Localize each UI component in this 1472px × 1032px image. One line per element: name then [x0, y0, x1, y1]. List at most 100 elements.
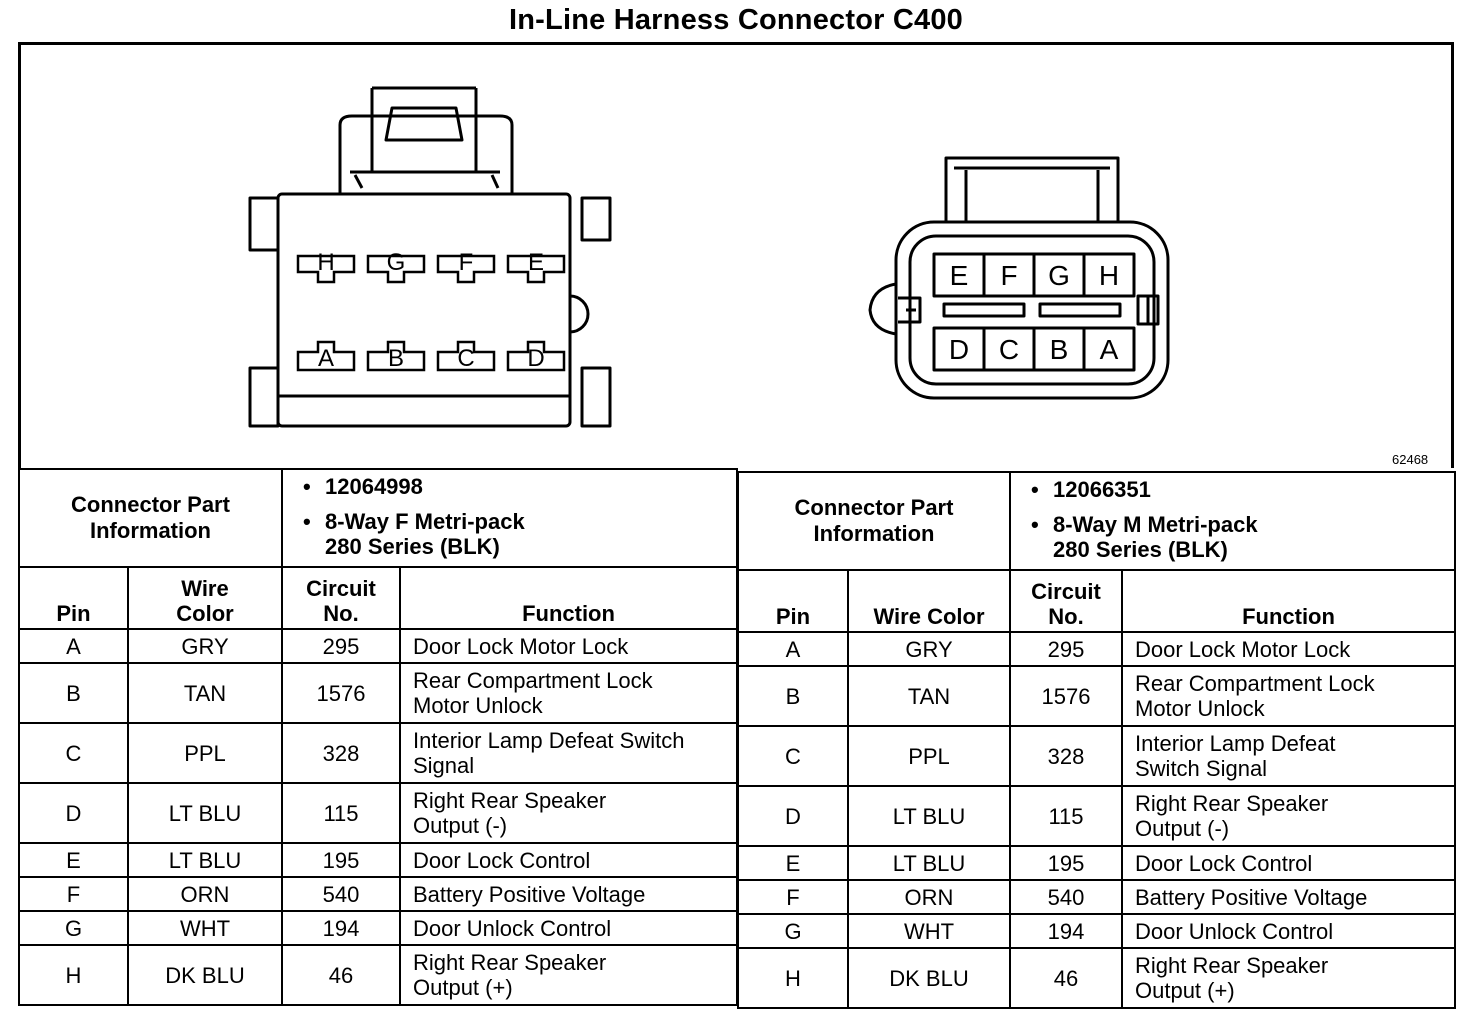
wire-color-cell: ORN: [847, 879, 1011, 915]
pin-letter: H: [317, 249, 334, 276]
circuit-cell: 194: [1009, 913, 1123, 949]
function-cell: Door Lock Control: [1121, 845, 1456, 881]
header-pin: Pin: [737, 569, 849, 633]
header-pin: Pin: [18, 566, 129, 630]
pin-cell: H: [18, 944, 129, 1006]
wire-color-cell: GRY: [127, 628, 283, 664]
pin-cell: C: [18, 722, 129, 784]
function-cell: Door Lock Motor Lock: [1121, 631, 1456, 667]
wire-color-cell: TAN: [127, 662, 283, 724]
wire-color-cell: ORN: [127, 876, 283, 912]
pinout-table-male: Connector Part Information •12066351 •8-…: [737, 471, 1456, 1009]
pin-letter: G: [1048, 260, 1070, 291]
circuit-cell: 115: [281, 782, 401, 844]
wire-color-cell: LT BLU: [127, 782, 283, 844]
pin-cavity: [296, 254, 356, 284]
pin-letter: D: [949, 334, 969, 365]
wire-color-cell: WHT: [127, 910, 283, 946]
connector-part-label: Connector Part Information: [18, 468, 283, 568]
connector-part-info: •12066351 •8-Way M Metri-pack 280 Series…: [1009, 471, 1456, 571]
connector-part-label: Connector Part Information: [737, 471, 1011, 571]
circuit-cell: 46: [281, 944, 401, 1006]
pin-cell: A: [737, 631, 849, 667]
wire-color-cell: PPL: [847, 725, 1011, 787]
function-cell: Door Unlock Control: [1121, 913, 1456, 949]
part-number: •12064998: [303, 474, 423, 499]
pin-cell: E: [18, 842, 129, 878]
connector-part-info: •12064998 •8-Way F Metri-pack 280 Series…: [281, 468, 738, 568]
wire-color-cell: DK BLU: [127, 944, 283, 1006]
circuit-cell: 115: [1009, 785, 1123, 847]
pin-letter: A: [318, 345, 334, 372]
connector-part-row: Connector Part Information •12064998 •8-…: [18, 468, 738, 568]
function-cell: Door Lock Control: [399, 842, 738, 878]
pin-cell: E: [737, 845, 849, 881]
wire-color-cell: PPL: [127, 722, 283, 784]
pin-cavity: [436, 340, 496, 372]
connector-part-row: Connector Part Information •12066351 •8-…: [737, 471, 1456, 571]
circuit-cell: 1576: [281, 662, 401, 724]
male-connector-drawing: [868, 156, 1170, 400]
pin-letter: C: [457, 345, 474, 372]
diagram-frame: [18, 42, 1454, 468]
function-cell: Battery Positive Voltage: [1121, 879, 1456, 915]
pin-letter: F: [459, 249, 474, 276]
pinout-table-female: Connector Part Information •12064998 •8-…: [18, 468, 738, 1006]
pin-letter: A: [1100, 334, 1119, 365]
pin-letter: D: [527, 345, 544, 372]
pin-cavity: [436, 254, 496, 284]
circuit-cell: 540: [281, 876, 401, 912]
circuit-cell: 194: [281, 910, 401, 946]
pin-cavity: [506, 340, 566, 372]
circuit-cell: 328: [1009, 725, 1123, 787]
wire-color-cell: TAN: [847, 665, 1011, 727]
function-cell: Battery Positive Voltage: [399, 876, 738, 912]
part-description: •8-Way F Metri-pack: [303, 509, 525, 534]
pin-cell: D: [737, 785, 849, 847]
pin-letter: H: [1099, 260, 1119, 291]
wire-color-cell: DK BLU: [847, 947, 1011, 1009]
pin-letter: G: [387, 249, 406, 276]
function-cell: Door Lock Motor Lock: [399, 628, 738, 664]
pin-cavity: [366, 340, 426, 372]
pin-cell: F: [737, 879, 849, 915]
circuit-cell: 295: [1009, 631, 1123, 667]
part-description: •8-Way M Metri-pack: [1031, 512, 1258, 537]
circuit-cell: 195: [281, 842, 401, 878]
pin-letter: E: [950, 260, 969, 291]
wire-color-cell: WHT: [847, 913, 1011, 949]
circuit-cell: 46: [1009, 947, 1123, 1009]
header-function: Function: [1121, 569, 1456, 633]
circuit-cell: 540: [1009, 879, 1123, 915]
circuit-cell: 195: [1009, 845, 1123, 881]
pin-letter: F: [1000, 260, 1017, 291]
pin-cavity: [366, 254, 426, 284]
pin-cell: G: [18, 910, 129, 946]
pin-letter: B: [1050, 334, 1069, 365]
pin-cavity: [506, 254, 566, 284]
